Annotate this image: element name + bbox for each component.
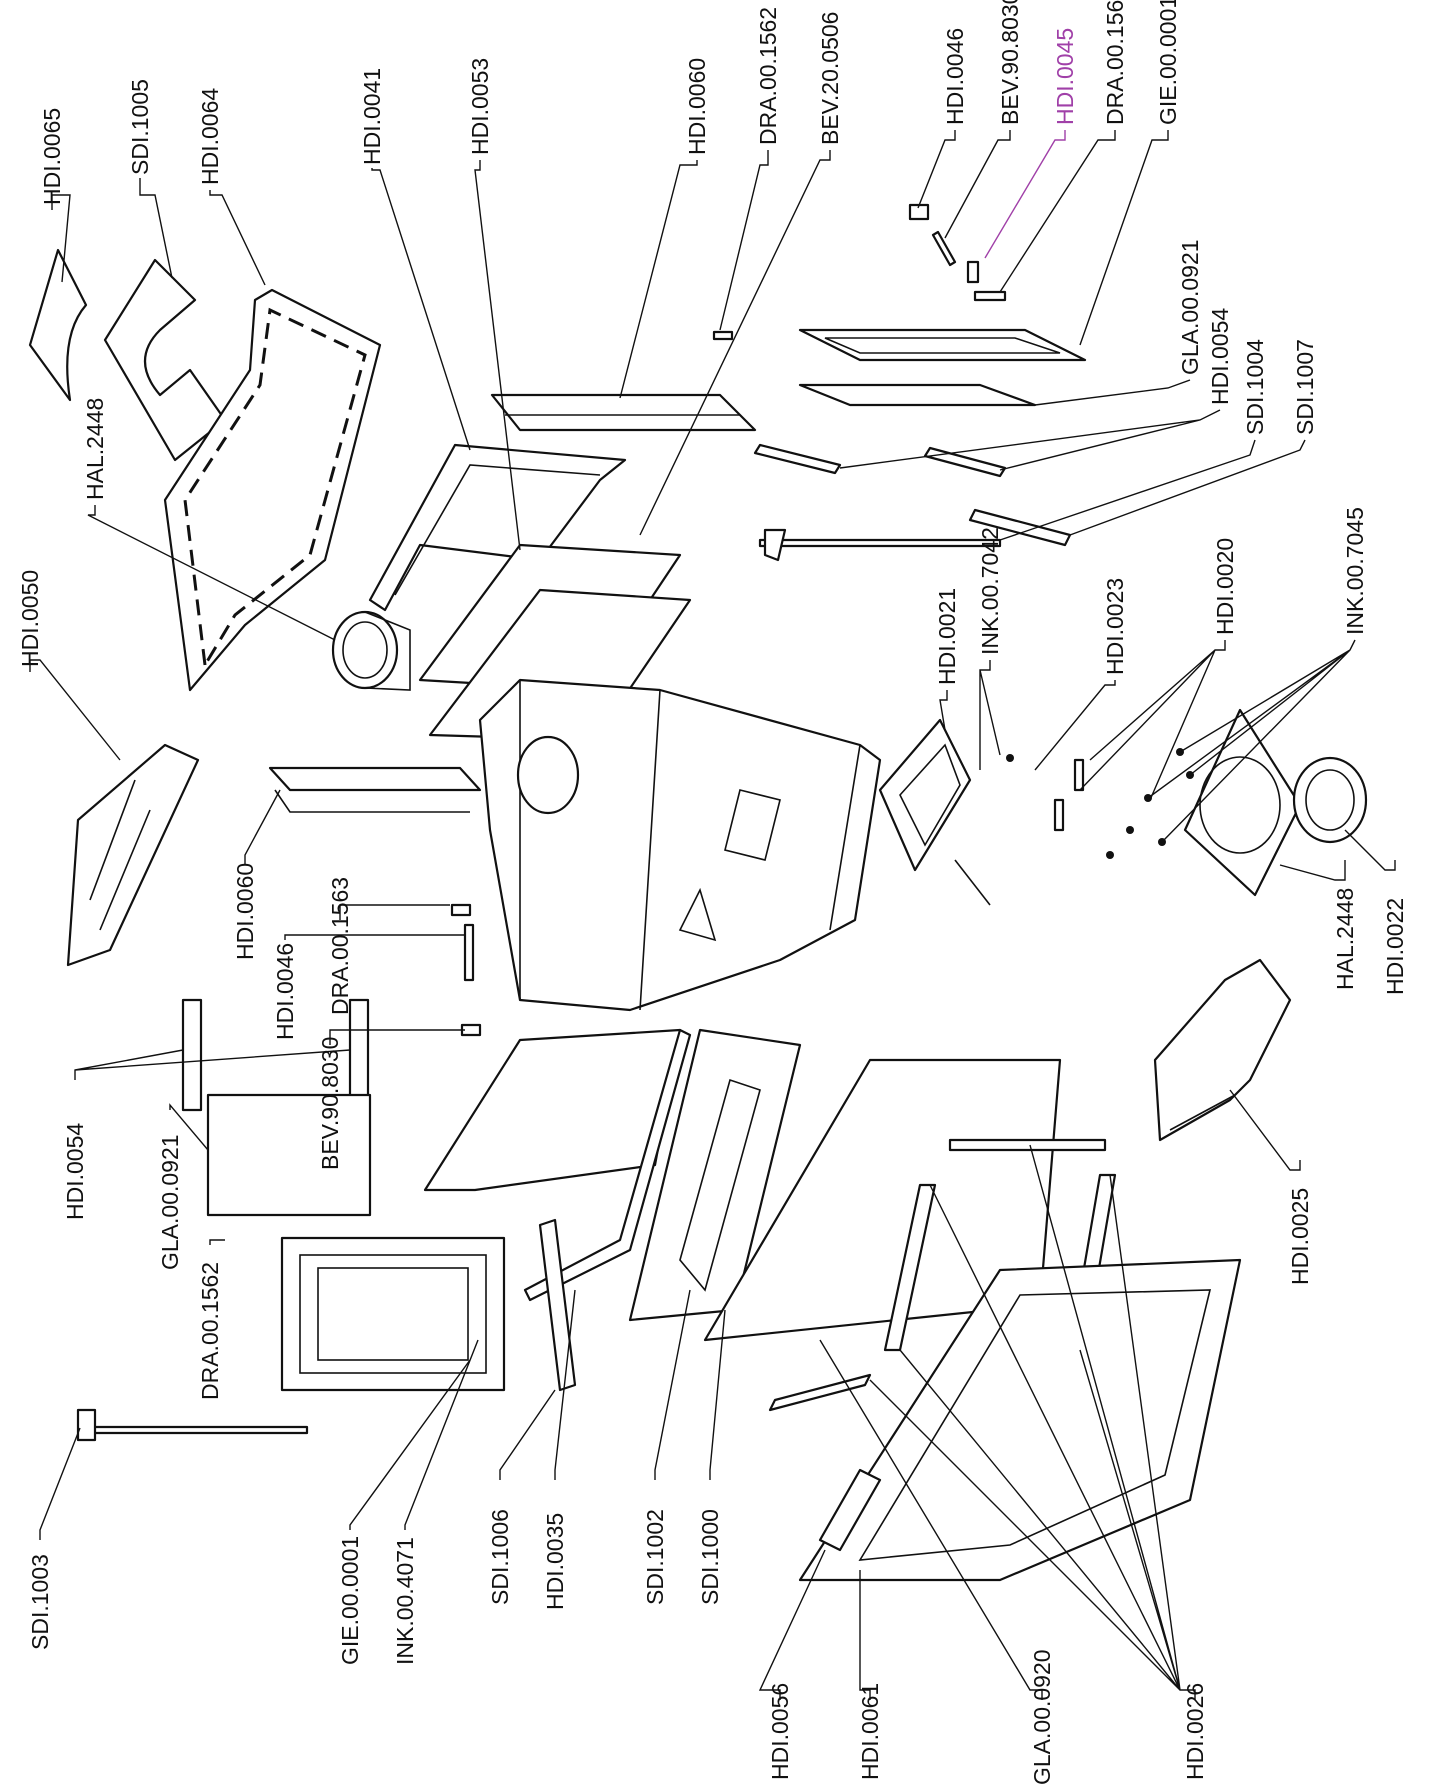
part-gie0001-top — [798, 328, 1087, 362]
label-hdi0065: HDI.0065 — [39, 108, 65, 205]
label-bev0506: BEV.20.0506 — [817, 12, 843, 145]
part-sdi1006 — [538, 1218, 577, 1392]
part-hdi0056 — [818, 1468, 882, 1552]
label-hdi0041: HDI.0041 — [359, 68, 385, 165]
label-gla0921-top: GLA.00.0921 — [1177, 239, 1203, 375]
label-hdi0054-top: HDI.0054 — [1207, 308, 1233, 405]
part-hdi0064 — [163, 288, 382, 692]
part-sdi1004 — [758, 528, 1002, 562]
part-hdi0022 — [1183, 708, 1302, 897]
label-hdi0025: HDI.0025 — [1287, 1188, 1313, 1285]
labels: HDI.0065 SDI.1005 HDI.0064 HDI.0041 HDI.… — [17, 0, 1408, 1785]
label-hdi0054-left: HDI.0054 — [62, 1123, 88, 1220]
label-dra1562-left: DRA.00.1562 — [197, 1262, 223, 1400]
label-hal2448-right: HAL.2448 — [1332, 888, 1358, 990]
part-hdi0025 — [1153, 958, 1292, 1142]
part-sdi1000 — [628, 1028, 802, 1322]
label-hal2448-left: HAL.2448 — [82, 398, 108, 500]
label-ink7042: INK.00.7042 — [977, 527, 1003, 655]
part-gla0920 — [703, 1058, 1062, 1342]
label-sdi1006: SDI.1006 — [487, 1509, 513, 1605]
part-gie0001-left — [280, 1236, 506, 1392]
label-sdi1007: SDI.1007 — [1292, 339, 1318, 435]
part-hdi0054-top — [753, 443, 1007, 478]
label-hdi0022: HDI.0022 — [1382, 898, 1408, 995]
part-sdi1005 — [103, 258, 227, 462]
label-sdi1000: SDI.1000 — [697, 1509, 723, 1605]
part-hal2448-right — [1292, 756, 1368, 844]
part-hdi0054-left — [181, 998, 372, 1217]
part-hdi0041 — [368, 443, 627, 612]
part-hdi0050 — [66, 743, 200, 967]
label-bev8030-top: BEV.90.8030 — [997, 0, 1023, 125]
label-sdi1005: SDI.1005 — [127, 79, 153, 175]
label-hdi0021: HDI.0021 — [934, 588, 960, 685]
label-hdi0046-left: HDI.0046 — [272, 943, 298, 1040]
part-small-fittings-top — [712, 203, 1007, 341]
label-bev8030-left: BEV.90.8030 — [317, 1037, 343, 1170]
label-hdi0064: HDI.0064 — [197, 88, 223, 185]
label-gla0920: GLA.00.0920 — [1029, 1649, 1055, 1785]
part-sdi1003 — [76, 1408, 309, 1442]
label-gla0921-left: GLA.00.0921 — [157, 1134, 183, 1270]
label-sdi1002: SDI.1002 — [642, 1509, 668, 1605]
label-ink4071: INK.00.4071 — [392, 1537, 418, 1665]
label-hdi0050: HDI.0050 — [17, 570, 43, 667]
label-dra1563-left: DRA.00.1563 — [327, 877, 353, 1015]
part-hdi0065 — [28, 248, 88, 402]
label-hdi0061: HDI.0061 — [857, 1683, 883, 1780]
label-dra1563-top: DRA.00.1563 — [1102, 0, 1128, 125]
part-hdi0021 — [878, 718, 991, 906]
label-sdi1003: SDI.1003 — [27, 1554, 53, 1650]
part-hdi0035 — [523, 1028, 692, 1302]
part-screws — [450, 748, 1194, 1037]
leader-lines — [29, 130, 1396, 1700]
label-hdi0060-top: HDI.0060 — [684, 58, 710, 155]
label-dra1562-top: DRA.00.1562 — [755, 7, 781, 145]
part-hdi0060-left — [268, 766, 482, 813]
label-hdi0056: HDI.0056 — [767, 1683, 793, 1780]
label-hdi0026: HDI.0026 — [1182, 1683, 1208, 1780]
label-hdi0053: HDI.0053 — [467, 58, 493, 155]
label-hdi0046-top: HDI.0046 — [942, 28, 968, 125]
part-main-firebox — [478, 678, 882, 1012]
label-gie0001-top: GIE.00.0001 — [1155, 0, 1181, 125]
label-sdi1004: SDI.1004 — [1242, 339, 1268, 435]
label-hdi0060-left: HDI.0060 — [232, 863, 258, 960]
part-hal2448-left — [331, 610, 411, 691]
part-gla0921-top — [798, 383, 1037, 407]
part-hdi0060-top — [490, 393, 757, 432]
label-hdi0023: HDI.0023 — [1102, 578, 1128, 675]
label-hdi0045: HDI.0045 — [1052, 28, 1078, 125]
label-hdi0020: HDI.0020 — [1212, 538, 1238, 635]
label-hdi0035: HDI.0035 — [542, 1513, 568, 1610]
label-ink7045: INK.00.7045 — [1342, 507, 1368, 635]
part-hdi0061 — [798, 1258, 1242, 1582]
label-gie0001-left: GIE.00.0001 — [337, 1536, 363, 1665]
